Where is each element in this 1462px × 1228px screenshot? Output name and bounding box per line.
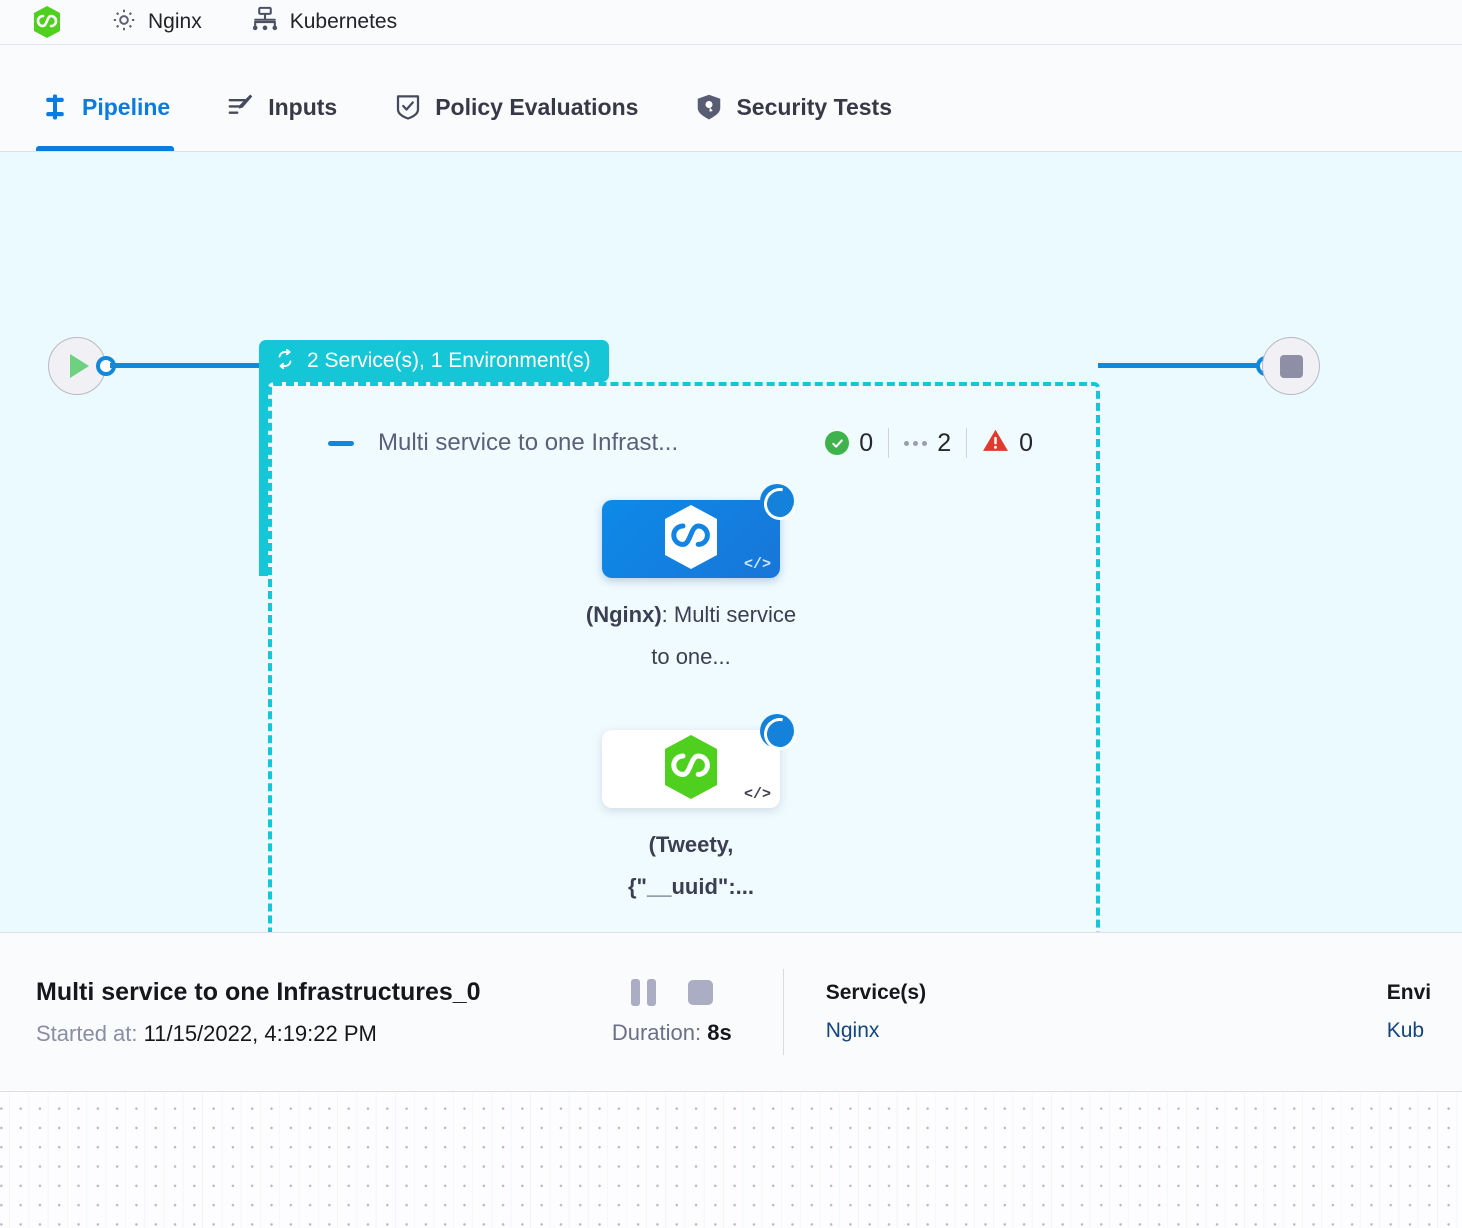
node-label: (Nginx): Multi service to one... xyxy=(583,594,799,678)
status-divider xyxy=(966,428,968,458)
code-icon: </> xyxy=(743,786,771,803)
status-error-count: 0 xyxy=(1019,428,1033,457)
stop-square-icon[interactable] xyxy=(687,979,713,1005)
execution-started: Started at: 11/15/2022, 4:19:22 PM xyxy=(36,1021,561,1047)
stage-title: Multi service to one Infrast... xyxy=(378,429,679,456)
status-divider xyxy=(888,428,890,458)
edge-start-to-group xyxy=(110,363,265,368)
context-item-label: Kubernetes xyxy=(289,10,398,33)
environments-heading: Envi xyxy=(1386,981,1432,1004)
context-item-label: Nginx xyxy=(148,10,202,33)
code-icon: </> xyxy=(743,556,771,573)
warning-triangle-icon xyxy=(982,428,1009,458)
status-success: 0 xyxy=(810,429,888,458)
gear-icon xyxy=(110,6,138,39)
running-spinner-icon xyxy=(760,484,794,518)
services-heading: Service(s) xyxy=(825,981,927,1004)
execution-info-bar: Multi service to one Infrastructures_0 S… xyxy=(0,932,1462,1092)
environments-column: Envi Kub xyxy=(1345,981,1462,1043)
node-card[interactable]: </> xyxy=(602,484,794,578)
group-badge-label: 2 Service(s), 1 Environment(s) xyxy=(307,349,591,372)
harness-hex-green-icon xyxy=(660,733,722,806)
pause-icon[interactable] xyxy=(630,978,656,1006)
kubernetes-icon xyxy=(250,5,280,40)
running-spinner-icon xyxy=(760,714,794,748)
pipeline-end-node[interactable] xyxy=(1262,337,1320,395)
node-label: (Tweety, {"__uuid":... xyxy=(628,832,754,899)
policy-icon xyxy=(393,92,423,122)
node-label-service: (Nginx) xyxy=(585,602,662,627)
node-card[interactable]: </> xyxy=(602,714,794,808)
context-item-nginx[interactable]: Nginx xyxy=(110,6,202,39)
dots-icon xyxy=(904,440,928,446)
stage-group-container[interactable]: Multi service to one Infrast... 0 2 xyxy=(268,382,1100,932)
loop-repeat-icon xyxy=(273,347,297,376)
stage-header: Multi service to one Infrast... 0 2 xyxy=(328,428,1048,458)
tab-label: Policy Evaluations xyxy=(435,93,639,120)
edge-group-to-end xyxy=(1098,363,1260,368)
harness-hex-blue-icon xyxy=(660,503,722,576)
check-circle-icon xyxy=(825,431,850,455)
services-value[interactable]: Nginx xyxy=(825,1019,880,1042)
execution-controls: Duration: 8s xyxy=(561,978,783,1046)
started-label: Started at: xyxy=(36,1020,138,1046)
status-pending-count: 2 xyxy=(937,428,952,457)
context-item-harness[interactable] xyxy=(32,5,62,39)
stage-status-counts: 0 2 xyxy=(810,428,1048,458)
inputs-icon xyxy=(226,92,256,122)
environments-value[interactable]: Kub xyxy=(1386,1019,1425,1042)
tab-label: Pipeline xyxy=(82,93,171,120)
tab-security-tests[interactable]: Security Tests xyxy=(690,63,896,151)
pipeline-canvas[interactable]: 2 Service(s), 1 Environment(s) Multi ser… xyxy=(0,152,1462,932)
security-icon xyxy=(694,92,724,122)
duration-value: 8s xyxy=(707,1019,732,1045)
status-success-count: 0 xyxy=(859,428,874,457)
tab-label: Security Tests xyxy=(736,93,892,120)
services-column: Service(s) Nginx xyxy=(784,981,1345,1043)
tab-policy-evaluations[interactable]: Policy Evaluations xyxy=(389,63,642,151)
started-value: 11/15/2022, 4:19:22 PM xyxy=(143,1020,377,1046)
status-error: 0 xyxy=(967,428,1048,458)
group-badge[interactable]: 2 Service(s), 1 Environment(s) xyxy=(259,340,609,382)
tab-inputs[interactable]: Inputs xyxy=(222,63,341,151)
harness-hex-icon xyxy=(32,5,62,39)
pipeline-icon xyxy=(40,92,70,122)
info-divider xyxy=(782,969,784,1055)
tab-pipeline[interactable]: Pipeline xyxy=(36,63,175,151)
pipeline-node-nginx[interactable]: </> (Nginx): Multi service to one... xyxy=(586,484,799,678)
execution-summary: Multi service to one Infrastructures_0 S… xyxy=(0,978,561,1047)
tab-label: Inputs xyxy=(268,93,338,120)
duration-label: Duration: xyxy=(611,1019,702,1045)
context-row: Nginx Kubernetes xyxy=(0,0,1462,45)
context-item-kubernetes[interactable]: Kubernetes xyxy=(250,5,397,40)
minus-icon[interactable] xyxy=(328,440,354,446)
execution-title: Multi service to one Infrastructures_0 xyxy=(36,977,481,1006)
status-pending: 2 xyxy=(889,429,966,458)
tab-bar: Pipeline Inputs Policy Evaluations xyxy=(0,45,1462,152)
dot-grid-canvas[interactable] xyxy=(0,1093,1462,1228)
play-icon xyxy=(70,354,89,378)
node-label-rest: : Multi service to one... xyxy=(651,602,797,669)
pipeline-node-tweety[interactable]: </> (Tweety, {"__uuid":... xyxy=(602,714,799,908)
stop-icon xyxy=(1279,354,1303,378)
execution-duration: Duration: 8s xyxy=(561,1020,783,1046)
